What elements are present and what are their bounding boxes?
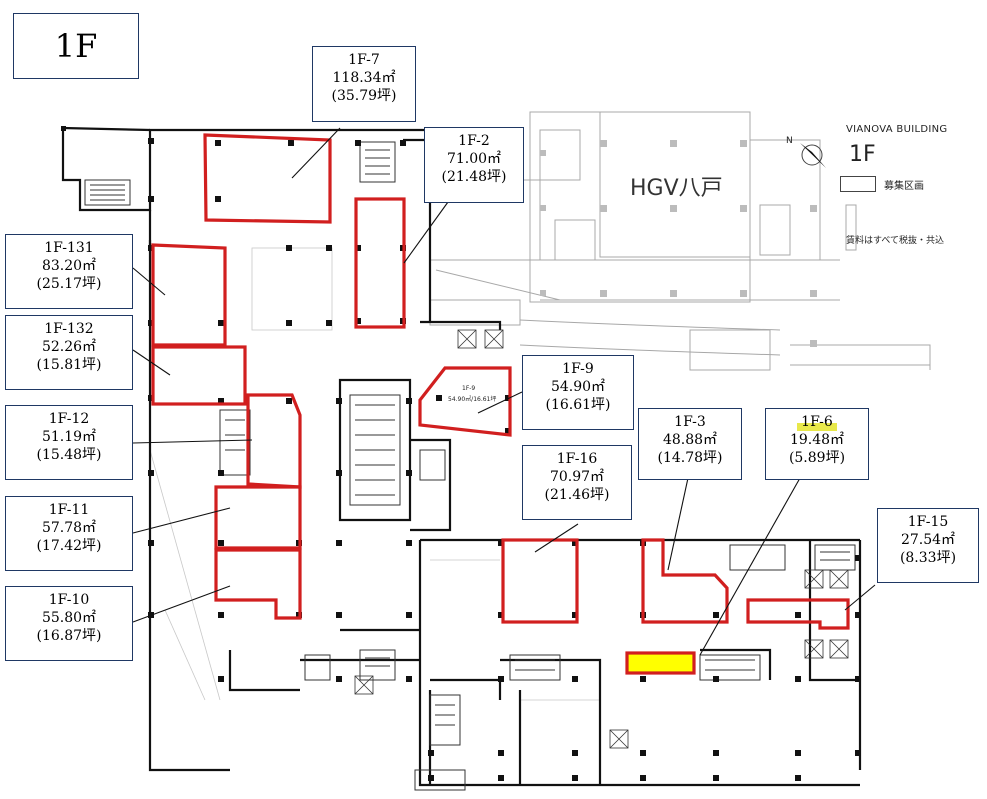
callout-1f-11[interactable]: 1F-11 57.78㎡ (17.42坪): [5, 496, 133, 571]
unit-label: 1F-10: [48, 592, 90, 608]
plan-unit-9-area: 54.90㎡/16.61坪: [448, 395, 496, 403]
unit-tsubo: (5.89坪): [788, 450, 846, 466]
unit-area: 118.34㎡: [332, 70, 396, 86]
leader-lines: [132, 127, 876, 656]
plan-unit-9-label: 1F-9: [462, 385, 475, 392]
unit-tsubo: (35.79坪): [331, 88, 397, 104]
unit-tsubo: (21.48坪): [441, 169, 507, 185]
unit-label: 1F-11: [48, 502, 90, 518]
unit-label-highlight: 1F-6: [797, 413, 837, 431]
unit-area: 51.19㎡: [41, 429, 97, 445]
unit-label: 1F-12: [48, 411, 90, 427]
unit-tsubo: (17.42坪): [36, 538, 102, 554]
callout-1f-6[interactable]: 1F-6 19.48㎡ (5.89坪): [765, 408, 869, 480]
rent-note: 賃料はすべて税抜・共込: [846, 236, 945, 246]
hgv-building-plan: [429, 111, 931, 371]
callout-1f-132[interactable]: 1F-132 52.26㎡ (15.81坪): [5, 315, 133, 390]
callout-1f-7[interactable]: 1F-7 118.34㎡ (35.79坪): [312, 46, 416, 122]
unit-area: 27.54㎡: [900, 532, 956, 548]
unit-label: 1F-131: [44, 240, 94, 256]
callout-1f-131[interactable]: 1F-131 83.20㎡ (25.17坪): [5, 234, 133, 309]
unit-area: 52.26㎡: [41, 339, 97, 355]
unit-area: 70.97㎡: [549, 469, 605, 485]
unit-outline-1f-131: [151, 243, 227, 347]
unit-tsubo: (8.33坪): [899, 550, 957, 566]
unit-outline-1f-10: [214, 548, 302, 620]
unit-tsubo: (25.17坪): [36, 276, 102, 292]
unit-area: 54.90㎡: [550, 379, 606, 395]
callout-1f-12[interactable]: 1F-12 51.19㎡ (15.48坪): [5, 405, 133, 480]
callout-1f-15[interactable]: 1F-15 27.54㎡ (8.33坪): [877, 508, 979, 583]
tenant-name: HGV八戸: [630, 176, 723, 201]
unit-outline-1f-16: [501, 538, 579, 624]
unit-outlines: [151, 133, 850, 630]
unit-label: 1F-6: [766, 413, 868, 431]
unit-tsubo: (16.61坪): [545, 397, 611, 413]
callout-1f-2[interactable]: 1F-2 71.00㎡ (21.48坪): [424, 127, 524, 203]
unit-tsubo: (15.48坪): [36, 447, 102, 463]
unit-outline-1f-3: [641, 538, 729, 624]
callout-1f-9[interactable]: 1F-9 54.90㎡ (16.61坪): [522, 355, 634, 430]
unit-label: 1F-7: [348, 52, 380, 68]
unit-area: 55.80㎡: [41, 610, 97, 626]
unit-outline-1f-11: [214, 485, 302, 550]
unit-outline-1f-15: [746, 598, 850, 630]
unit-label: 1F-132: [44, 321, 94, 337]
unit-label: 1F-9: [562, 361, 594, 377]
unit-tsubo: (21.46坪): [544, 487, 610, 503]
unit-area: 71.00㎡: [446, 151, 502, 167]
unit-area: 83.20㎡: [41, 258, 97, 274]
svg-text:N: N: [786, 136, 793, 146]
hgv-columns: [540, 140, 817, 347]
legend-swatch: [840, 176, 876, 192]
compass-icon: N: [786, 136, 826, 168]
callout-1f-3[interactable]: 1F-3 48.88㎡ (14.78坪): [638, 408, 742, 480]
unit-outline-1f-2: [354, 197, 406, 329]
unit-label: 1F-3: [674, 414, 706, 430]
callout-1f-16[interactable]: 1F-16 70.97㎡ (21.46坪): [522, 445, 632, 520]
unit-area: 19.48㎡: [789, 432, 845, 448]
callout-1f-10[interactable]: 1F-10 55.80㎡ (16.87坪): [5, 586, 133, 661]
unit-tsubo: (16.87坪): [36, 628, 102, 644]
unit-label: 1F-2: [458, 133, 490, 149]
unit-outline-1f-7: [203, 133, 332, 224]
floor-badge: 1F: [13, 13, 139, 79]
building-floor-label: 1F: [849, 142, 876, 167]
unit-outline-1f-132: [151, 345, 247, 406]
stair-cores: [84, 141, 856, 791]
unit-tsubo: (15.81坪): [36, 357, 102, 373]
unit-area: 57.78㎡: [41, 520, 97, 536]
unit-tsubo: (14.78坪): [657, 450, 723, 466]
unit-label: 1F-15: [907, 514, 949, 530]
unit-outline-1f-12: [246, 393, 302, 489]
legend-label: 募集区画: [884, 181, 924, 192]
building-name: VIANOVA BUILDING: [846, 124, 948, 135]
fixtures: [354, 329, 849, 749]
unit-outline-1f-6: [625, 651, 696, 675]
unit-label: 1F-16: [556, 451, 598, 467]
unit-outline-1f-9: [418, 366, 512, 437]
unit-area: 48.88㎡: [662, 432, 718, 448]
